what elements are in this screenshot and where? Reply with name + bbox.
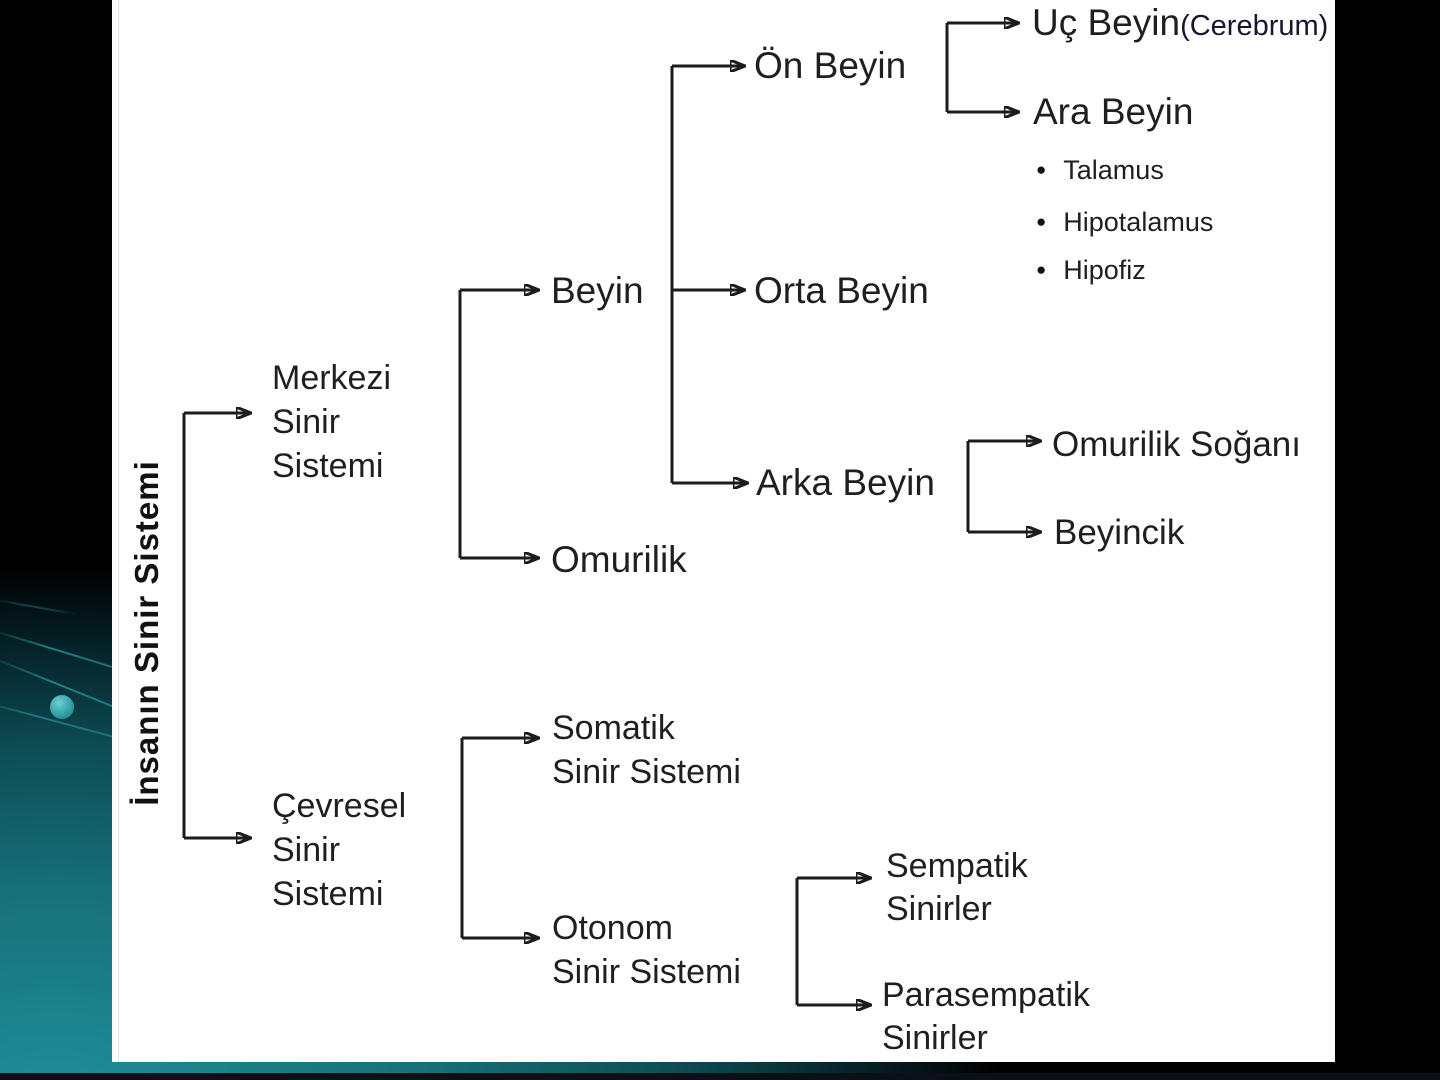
bullet-label: Talamus (1063, 155, 1164, 185)
node-uc-beyin: Uç Beyin(Cerebrum) (1032, 3, 1328, 46)
node-beyincik: Beyincik (1054, 513, 1185, 552)
teal-dot-decoration (50, 695, 74, 719)
list-item-hipofiz: ● Hipofiz (1036, 255, 1146, 285)
node-somatik-sinir-sistemi: Somatik Sinir Sistemi (552, 709, 741, 791)
node-parasempatik-sinirler: Parasempatik Sinirler (882, 976, 1090, 1057)
cerebrum-label: (Cerebrum) (1180, 10, 1329, 42)
node-cevresel-sinir-sistemi: Çevresel Sinir Sistemi (272, 787, 407, 913)
node-on-beyin: Ön Beyin (754, 45, 907, 86)
node-merkezi-sinir-sistemi: Merkezi Sinir Sistemi (272, 359, 392, 485)
node-orta-beyin: Orta Beyin (754, 270, 929, 311)
node-arka-beyin: Arka Beyin (756, 462, 935, 503)
bullet-label: Hipofiz (1063, 255, 1146, 285)
bullet-label: Hipotalamus (1063, 207, 1214, 237)
list-item-hipotalamus: ● Hipotalamus (1036, 207, 1213, 237)
list-item-talamus: ● Talamus (1036, 155, 1164, 185)
node-omurilik: Omurilik (551, 539, 687, 580)
uc-beyin-label: Uç Beyin (1032, 2, 1181, 43)
bottom-edge-bar (0, 1073, 1440, 1080)
bullet-icon: ● (1036, 260, 1047, 279)
node-sempatik-sinirler: Sempatik Sinirler (886, 847, 1028, 928)
node-beyin: Beyin (551, 270, 644, 311)
panel-edge-line (118, 0, 119, 1062)
root-title: İnsanın Sinir Sistemi (128, 460, 165, 806)
bullet-icon: ● (1036, 160, 1047, 179)
bullet-icon: ● (1036, 212, 1047, 231)
node-omurilik-sogani: Omurilik Soğanı (1052, 425, 1301, 464)
node-otonom-sinir-sistemi: Otonom Sinir Sistemi (552, 909, 741, 991)
node-ara-beyin: Ara Beyin (1033, 91, 1194, 132)
diagram-panel (112, 0, 1335, 1062)
